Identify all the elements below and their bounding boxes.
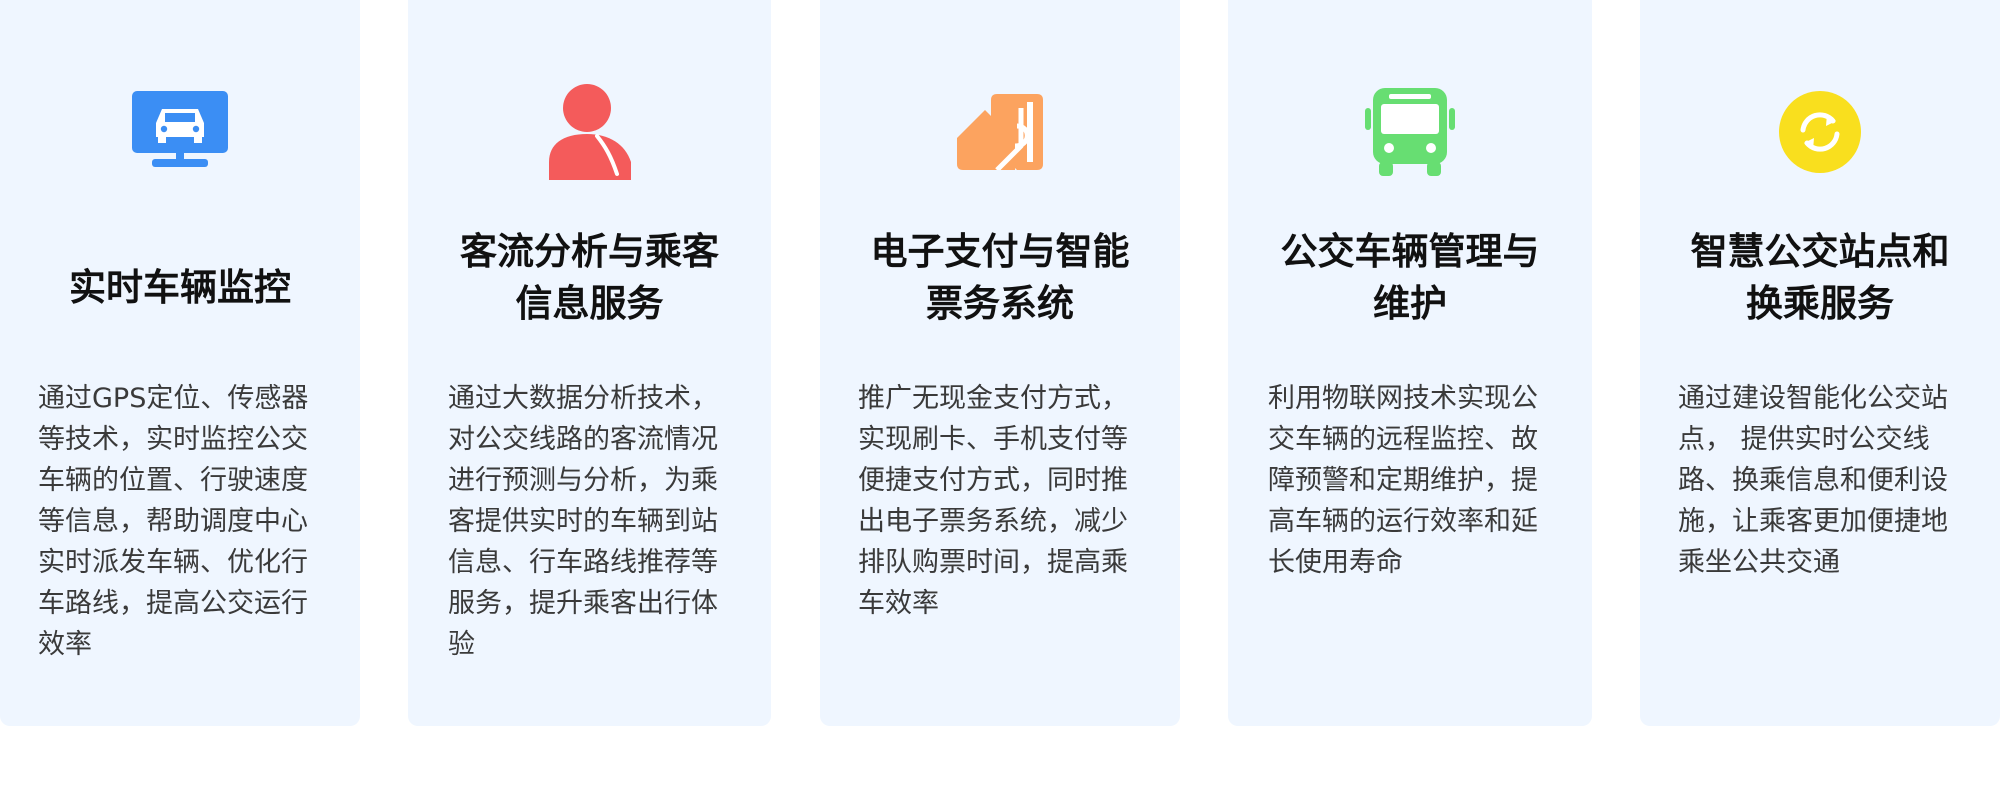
feature-card-smart-station: 智慧公交站点和 换乘服务 通过建设智能化公交站点， 提供实时公交线路、换乘信息和… — [1640, 0, 2000, 726]
card-description: 利用物联网技术实现公交车辆的远程监控、故障预警和定期维护，提高车辆的运行效率和延… — [1268, 383, 1538, 578]
feature-card-passenger-flow: 客流分析与乘客 信息服务 通过大数据分析技术，对公交线路的客流情况进行预测与分析… — [408, 0, 771, 726]
card-description: 通过GPS定位、传感器等技术，实时监控公交车辆的位置、行驶速度等信息，帮助调度中… — [38, 383, 309, 660]
card-title: 电子支付与智能 票务系统 — [870, 230, 1130, 325]
passenger-person-icon — [540, 82, 640, 182]
monitor-car-icon — [130, 82, 230, 182]
card-title: 智慧公交站点和 换乘服务 — [1690, 230, 1950, 325]
feature-card-e-payment: 电子支付与智能 票务系统 推广无现金支付方式，实现刷卡、手机支付等便捷支付方式，… — [820, 0, 1180, 726]
feature-card-vehicle-monitoring: 实时车辆监控 通过GPS定位、传感器等技术，实时监控公交车辆的位置、行驶速度等信… — [0, 0, 360, 726]
card-description: 推广无现金支付方式，实现刷卡、手机支付等便捷支付方式，同时推出电子票务系统，减少… — [858, 383, 1128, 619]
payment-card-icon — [950, 82, 1050, 182]
card-description: 通过建设智能化公交站点， 提供实时公交线路、换乘信息和便利设施，让乘客更加便捷地… — [1678, 383, 1948, 578]
card-title: 实时车辆监控 — [69, 266, 291, 309]
feature-card-vehicle-maintenance: 公交车辆管理与 维护 利用物联网技术实现公交车辆的远程监控、故障预警和定期维护，… — [1228, 0, 1592, 726]
card-title: 公交车辆管理与 维护 — [1280, 230, 1540, 325]
refresh-circle-icon — [1770, 82, 1870, 182]
bus-icon — [1360, 82, 1460, 182]
card-title: 客流分析与乘客 信息服务 — [460, 230, 719, 325]
card-description: 通过大数据分析技术，对公交线路的客流情况进行预测与分析，为乘客提供实时的车辆到站… — [448, 383, 718, 660]
